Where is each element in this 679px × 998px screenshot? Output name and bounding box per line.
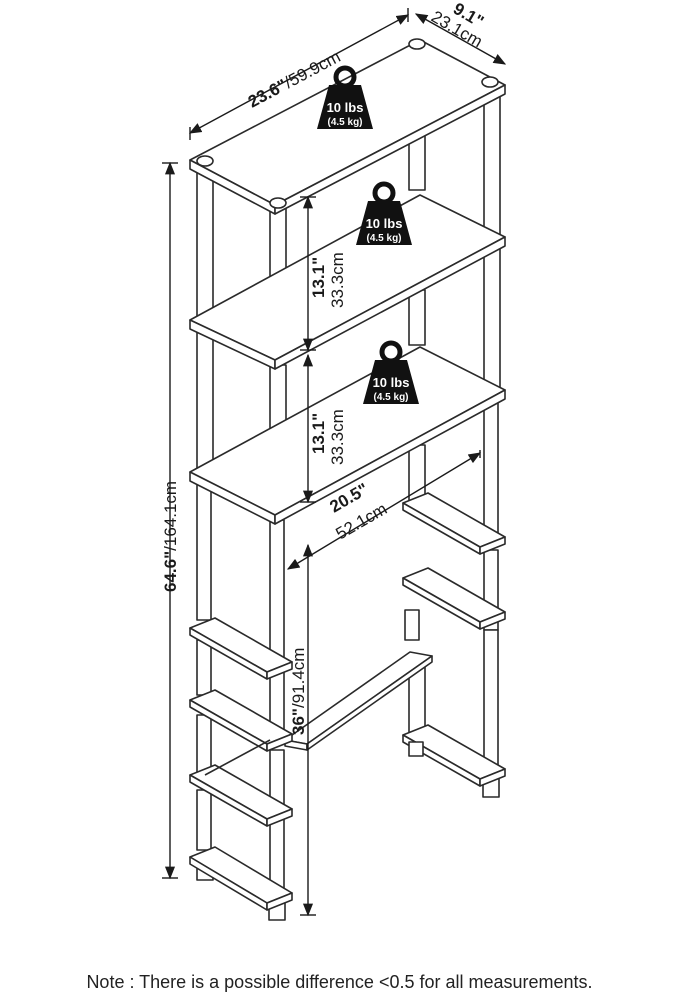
shelf-gap-1-cm-label: 33.3cm xyxy=(328,252,347,308)
svg-text:(4.5 kg): (4.5 kg) xyxy=(373,392,408,403)
inner-width-line xyxy=(286,452,482,570)
svg-text:10 lbs: 10 lbs xyxy=(327,100,364,115)
clearance-label: 36"/91.4cm xyxy=(289,648,308,735)
shelf-gap-2-inches-label: 13.1" xyxy=(309,413,328,454)
shelf-gap-1-inches-label: 13.1" xyxy=(309,257,328,298)
shelf-2 xyxy=(189,194,506,370)
side-shelf-right-lower xyxy=(402,567,506,630)
svg-text:10 lbs: 10 lbs xyxy=(366,216,403,231)
svg-text:(4.5 kg): (4.5 kg) xyxy=(366,233,401,244)
measurement-note: Note : There is a possible difference <0… xyxy=(86,972,593,992)
svg-text:(4.5 kg): (4.5 kg) xyxy=(327,117,362,128)
rear-posts xyxy=(404,89,501,798)
shelf-gap-2-cm-label: 33.3cm xyxy=(328,409,347,465)
weight-icon: 10 lbs (4.5 kg) xyxy=(356,181,412,245)
svg-text:10 lbs: 10 lbs xyxy=(373,375,410,390)
side-shelf-left-3 xyxy=(189,739,293,827)
depth-dimension-line xyxy=(414,13,507,65)
side-shelf-left-1 xyxy=(189,617,293,680)
weight-icon: 10 lbs (4.5 kg) xyxy=(363,340,419,404)
weight-icon: 10 lbs (4.5 kg) xyxy=(317,65,373,129)
bottom-shelf xyxy=(189,846,293,911)
height-label: 64.6"/164.1cm xyxy=(161,481,180,592)
width-dimension-line xyxy=(188,14,410,134)
side-shelf-left-2 xyxy=(189,689,293,752)
side-shelf-right-bottom xyxy=(402,724,506,787)
